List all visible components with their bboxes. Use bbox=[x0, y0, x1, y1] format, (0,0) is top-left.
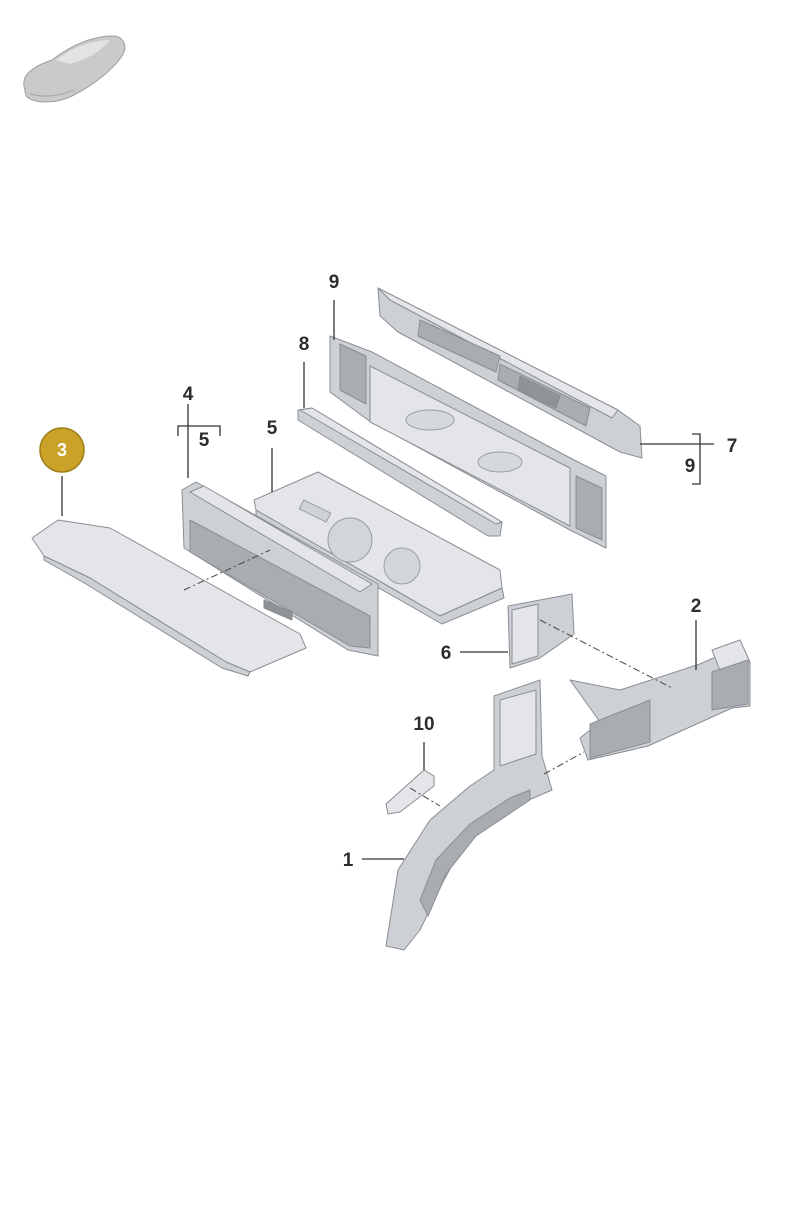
part-strip bbox=[297, 407, 503, 537]
car-thumbnail-icon bbox=[23, 35, 126, 103]
callout-4-label[interactable]: 4 bbox=[183, 384, 194, 405]
part-rear-cross-member-upper bbox=[377, 287, 643, 459]
callout-labels: 1 2 4 5 5 6 7 9 8 9 10 bbox=[183, 272, 738, 871]
callout-6-label[interactable]: 6 bbox=[441, 643, 452, 664]
callout-8-label[interactable]: 8 bbox=[299, 334, 310, 355]
part-side-member bbox=[569, 639, 751, 761]
callout-5-label[interactable]: 5 bbox=[267, 418, 278, 439]
callout-4-sub-5-label[interactable]: 5 bbox=[199, 430, 210, 451]
part-floor-longitudinal-rail bbox=[31, 519, 307, 677]
part-rear-tub bbox=[181, 481, 379, 657]
callout-10-label[interactable]: 10 bbox=[413, 714, 434, 735]
part-small-bracket bbox=[385, 769, 435, 815]
callout-3-label: 3 bbox=[57, 440, 67, 460]
highlighted-callout-badge[interactable]: 3 bbox=[39, 427, 85, 473]
assembly-lines bbox=[183, 549, 673, 807]
callout-9-label[interactable]: 9 bbox=[329, 272, 340, 293]
leader-lines bbox=[61, 300, 714, 860]
part-floor-pan bbox=[253, 471, 505, 625]
part-rear-panel bbox=[329, 335, 607, 549]
callout-2-label[interactable]: 2 bbox=[691, 596, 702, 617]
callout-7-sub-9-label[interactable]: 9 bbox=[685, 456, 696, 477]
part-bracket bbox=[507, 593, 575, 669]
callout-7-label[interactable]: 7 bbox=[727, 436, 738, 457]
part-wheel-arch bbox=[385, 679, 553, 951]
callout-1-label[interactable]: 1 bbox=[343, 850, 354, 871]
